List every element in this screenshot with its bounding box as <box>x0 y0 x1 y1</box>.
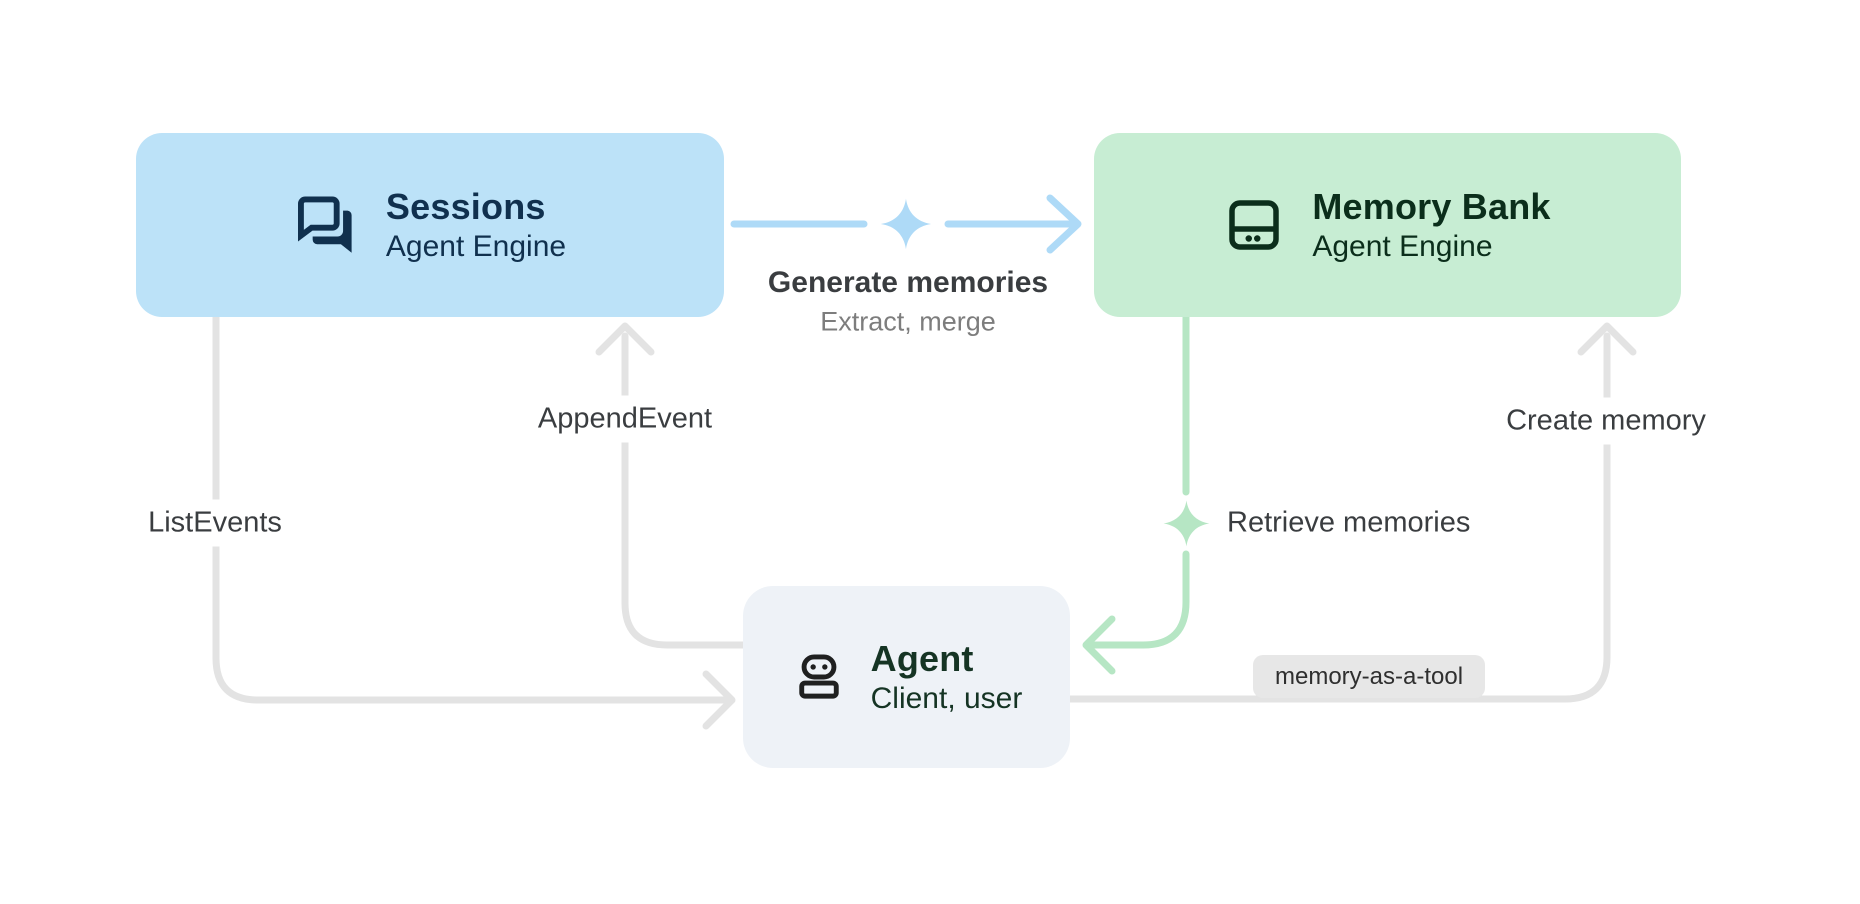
append-event-line <box>621 332 747 649</box>
edge-append-event <box>595 322 747 649</box>
create-memory-line <box>1066 332 1611 703</box>
edge-retrieve-memories <box>1082 313 1210 675</box>
edge-label-create-memory: Create memory <box>1494 397 1718 445</box>
node-memory-bank: Memory Bank Agent Engine <box>1094 133 1681 317</box>
edge-label-retrieve-memories: Retrieve memories <box>1227 506 1471 539</box>
storage-icon <box>1229 200 1280 250</box>
list-events-line <box>212 313 730 704</box>
edge-create-memory <box>1066 322 1637 703</box>
node-sessions: Sessions Agent Engine <box>136 133 724 317</box>
retrieve-memories-line <box>1088 550 1190 649</box>
node-subtitle: Client, user <box>870 681 1023 715</box>
sparkle-icon <box>1163 500 1210 547</box>
robot-icon <box>798 654 839 699</box>
chat-icon <box>297 196 352 253</box>
edge-generate-memories <box>730 194 1082 254</box>
memory-as-a-tool-badge: memory-as-a-tool <box>1253 655 1486 698</box>
sparkle-icon <box>880 198 932 250</box>
edge-label-generate-memories: Generate memories <box>767 266 1049 299</box>
node-title: Sessions <box>385 185 546 227</box>
edge-label-append-event: AppendEvent <box>525 395 725 443</box>
arrowhead-up-icon <box>595 322 655 356</box>
arrowhead-up-icon <box>1577 322 1637 356</box>
node-title: Memory Bank <box>1312 185 1551 227</box>
node-title: Agent <box>870 637 974 679</box>
node-agent: Agent Client, user <box>743 586 1070 768</box>
node-subtitle: Agent Engine <box>1312 229 1493 263</box>
arrowhead-left-icon <box>1082 615 1116 675</box>
edge-sublabel-extract-merge: Extract, merge <box>820 306 996 337</box>
edge-list-events <box>212 313 736 730</box>
arrowhead-right-icon <box>1046 194 1082 254</box>
edge-label-list-events: ListEvents <box>136 499 294 547</box>
node-subtitle: Agent Engine <box>385 229 567 263</box>
arrowhead-right-icon <box>702 670 736 730</box>
